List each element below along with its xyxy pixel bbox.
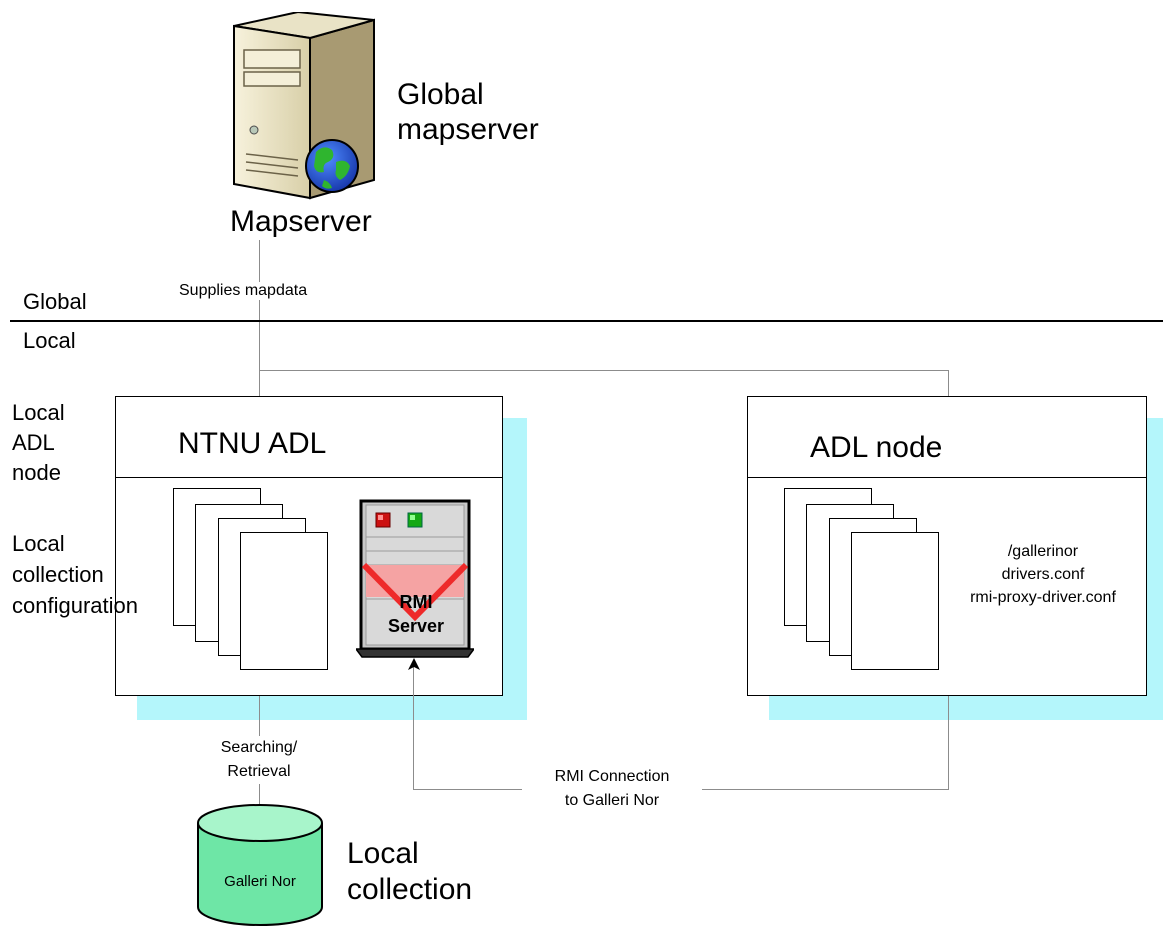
- searching-line2: Retrieval: [227, 763, 291, 780]
- rmi-server-line1: RMI: [399, 592, 433, 612]
- adl-node-files: /gallerinor drivers.conf rmi-proxy-drive…: [938, 540, 1148, 609]
- rmi-server-label: RMI Server: [376, 590, 456, 638]
- supplies-mapdata-label: Supplies mapdata: [177, 282, 310, 301]
- config-page: [240, 532, 328, 670]
- searching-retrieval-label: Searching/ Retrieval: [204, 736, 314, 784]
- rmi-connection-label: RMI Connection to Galleri Nor: [522, 765, 702, 813]
- local-adl-node-line2: ADL: [12, 430, 55, 455]
- local-collection-title: Local collection: [347, 836, 472, 908]
- global-local-divider: [10, 320, 1163, 322]
- database-icon: [196, 803, 324, 929]
- searching-line1: Searching/: [220, 739, 298, 756]
- local-zone-label: Local: [23, 328, 76, 353]
- global-zone-label: Global: [23, 289, 87, 314]
- adl-node-file: /gallerinor: [1007, 543, 1079, 560]
- rmi-arrowhead-icon: [407, 658, 421, 672]
- local-collection-line2: collection: [347, 873, 473, 906]
- mapserver-title-line1: Global: [397, 78, 484, 111]
- mapserver-icon: [224, 10, 394, 202]
- mapserver-caption: Mapserver: [230, 205, 372, 238]
- rmi-connection-line1: RMI Connection: [554, 768, 670, 785]
- mapserver-title: Global mapserver: [397, 78, 539, 147]
- rmi-connection-vertical-left: [413, 664, 414, 790]
- local-collection-config-line3: configuration: [12, 593, 138, 618]
- adl-node-file: rmi-proxy-driver.conf: [970, 589, 1116, 606]
- ntnu-adl-title: NTNU ADL: [178, 427, 327, 460]
- mapserver-connector: [259, 240, 260, 396]
- rmi-server-icon: [354, 499, 476, 659]
- local-collection-config-line1: Local: [12, 531, 65, 556]
- adl-node-up-connector: [948, 370, 949, 396]
- adl-node-title: ADL node: [810, 431, 943, 464]
- local-adl-node-line1: Local: [12, 400, 65, 425]
- rmi-server-line2: Server: [387, 616, 445, 636]
- rmi-connection-vertical-right: [948, 696, 949, 790]
- local-collection-line1: Local: [347, 837, 419, 870]
- local-collection-config-label: Local collection configuration: [12, 528, 138, 621]
- ntnu-adl-header: [116, 397, 502, 478]
- rmi-connection-line2: to Galleri Nor: [564, 792, 660, 809]
- local-collection-config-line2: collection: [12, 562, 104, 587]
- adl-node-header: [748, 397, 1146, 478]
- local-adl-node-line3: node: [12, 460, 61, 485]
- mapserver-branch-connector: [259, 370, 949, 371]
- adl-node-file: drivers.conf: [1001, 566, 1085, 583]
- driver-page: [851, 532, 939, 670]
- local-adl-node-label: Local ADL node: [12, 398, 65, 488]
- mapserver-title-line2: mapserver: [397, 112, 539, 146]
- database-label: Galleri Nor: [224, 873, 296, 890]
